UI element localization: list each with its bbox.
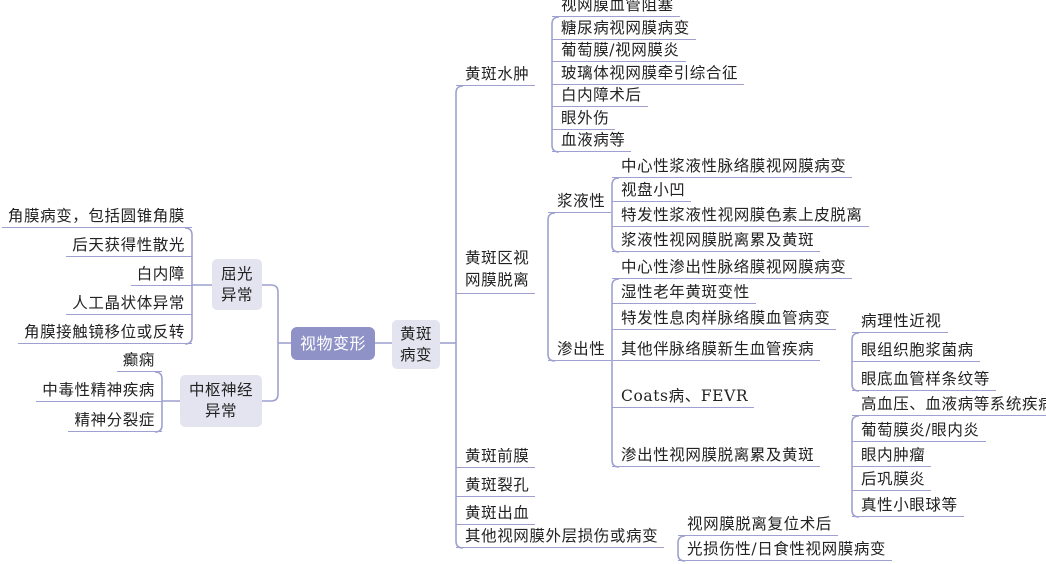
central-item[interactable]: 癫痫 (116, 349, 162, 372)
central-item[interactable]: 中毒性精神疾病 (36, 379, 162, 402)
serous-item[interactable]: 视盘小凹 (612, 179, 692, 202)
exudative-item[interactable]: 渗出性视网膜脱离累及黄斑 (612, 444, 821, 467)
edema-node[interactable]: 黄斑水肿 (456, 63, 536, 86)
refraction-item[interactable]: 角膜病变，包括圆锥角膜 (1, 205, 192, 228)
serous-item[interactable]: 特发性浆液性视网膜色素上皮脱离 (612, 204, 869, 227)
macular-disease-node[interactable]: 黄斑 病变 (392, 320, 440, 369)
refraction-item[interactable]: 后天获得性散光 (66, 234, 192, 257)
cnv-item[interactable]: 眼底血管样条纹等 (852, 368, 996, 391)
erd-item[interactable]: 后巩膜炎 (852, 468, 932, 491)
outer-node[interactable]: 其他视网膜外层损伤或病变 (456, 525, 665, 548)
refraction-item[interactable]: 角膜接触镜移位或反转 (17, 321, 192, 344)
exudative-node[interactable]: 渗出性 (548, 338, 612, 361)
edema-item[interactable]: 葡萄膜/视网膜炎 (552, 39, 686, 62)
edema-item[interactable]: 糖尿病视网膜病变 (552, 17, 696, 40)
refraction-item[interactable]: 人工晶状体异常 (66, 292, 192, 315)
exudative-item[interactable]: 特发性息肉样脉络膜血管病变 (612, 307, 837, 330)
refraction-node[interactable]: 屈光 异常 (212, 259, 262, 310)
exudative-item[interactable]: Coats病、FEVR (612, 385, 755, 408)
hole-node[interactable]: 黄斑裂孔 (456, 474, 536, 497)
outer-item[interactable]: 光损伤性/日食性视网膜病变 (678, 538, 893, 561)
edema-item[interactable]: 血液病等 (552, 129, 632, 152)
serous-item[interactable]: 中心性浆液性脉络膜视网膜病变 (612, 155, 853, 178)
left-bracket (262, 284, 279, 402)
serous-item[interactable]: 浆液性视网膜脱离累及黄斑 (612, 229, 821, 252)
exudative-item[interactable]: 其他伴脉络膜新生血管疾病 (612, 338, 821, 361)
erd-item[interactable]: 真性小眼球等 (852, 494, 964, 517)
hemorrhage-node[interactable]: 黄斑出血 (456, 502, 536, 525)
root-node[interactable]: 视物变形 (291, 327, 375, 360)
cnv-item[interactable]: 病理性近视 (852, 310, 948, 333)
edema-item[interactable]: 眼外伤 (552, 107, 616, 130)
detachment-node[interactable]: 黄斑区视 网膜脱离 (456, 247, 536, 294)
exudative-item[interactable]: 中心性渗出性脉络膜视网膜病变 (612, 256, 853, 279)
central-nervous-node[interactable]: 中枢神经 异常 (180, 375, 262, 427)
refraction-item[interactable]: 白内障 (130, 263, 192, 286)
erd-item[interactable]: 葡萄膜炎/眼内炎 (852, 419, 986, 442)
erm-node[interactable]: 黄斑前膜 (456, 445, 536, 468)
outer-item[interactable]: 视网膜脱离复位术后 (678, 513, 838, 536)
edema-item[interactable]: 玻璃体视网膜牵引综合征 (552, 62, 745, 85)
serous-node[interactable]: 浆液性 (548, 190, 612, 213)
erd-item[interactable]: 眼内肿瘤 (852, 444, 932, 467)
cnv-item[interactable]: 眼组织胞浆菌病 (852, 339, 980, 362)
edema-item[interactable]: 白内障术后 (552, 84, 648, 107)
central-item[interactable]: 精神分裂症 (68, 409, 162, 432)
erd-item[interactable]: 高血压、血液病等系统疾病 (852, 393, 1046, 416)
exudative-item[interactable]: 湿性老年黄斑变性 (612, 281, 756, 304)
edema-item[interactable]: 视网膜血管阻塞 (552, 0, 680, 17)
